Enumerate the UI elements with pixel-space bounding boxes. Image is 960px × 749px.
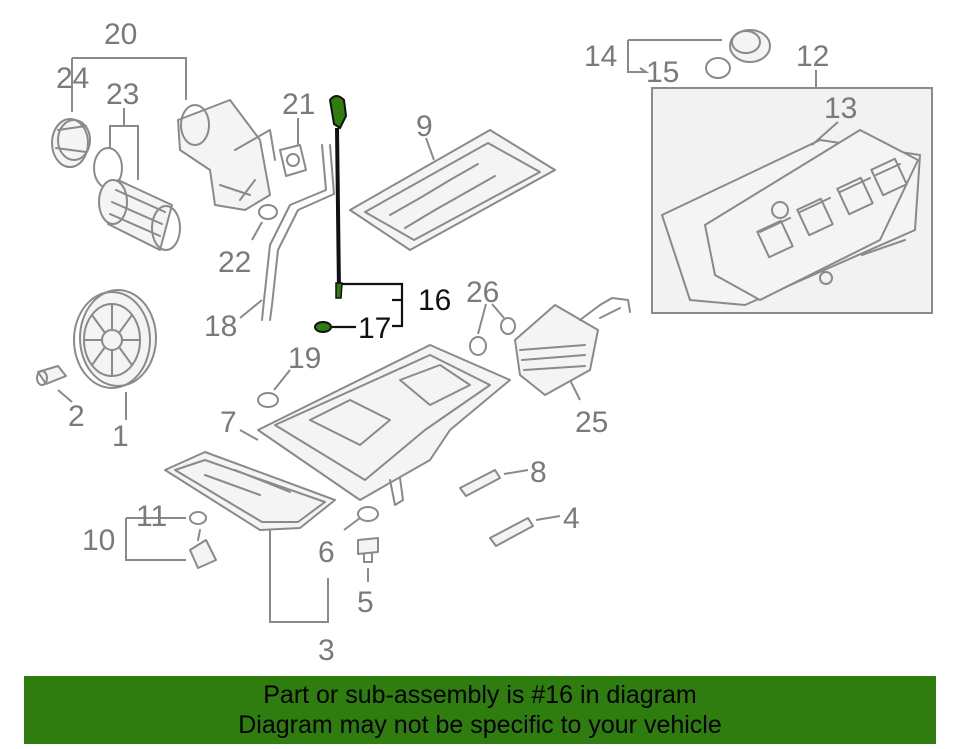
banner-line-1: Part or sub-assembly is #16 in diagram (263, 681, 697, 709)
part-15-seal (705, 57, 731, 79)
banner-line-2: Diagram may not be specific to your vehi… (238, 711, 722, 739)
part-1-pulley (73, 289, 157, 389)
callout-17: 17 (358, 312, 391, 345)
part-16-dipstick (328, 95, 348, 299)
callout-22: 22 (218, 246, 251, 279)
callout-20: 20 (104, 18, 137, 51)
part-3-oil-pan-lower (164, 451, 336, 531)
callout-13: 13 (824, 92, 857, 125)
callout-8: 8 (530, 456, 547, 489)
callout-26: 26 (466, 276, 499, 309)
part-21-gasket (279, 144, 307, 177)
part-2-bolt (36, 365, 67, 386)
part-5-drain-plug (357, 537, 379, 563)
callout-12: 12 (796, 40, 829, 73)
part-11-washer (189, 511, 207, 525)
callout-21: 21 (282, 88, 315, 121)
part-22-seal (258, 204, 278, 220)
part-4-sealant (489, 517, 534, 547)
part-23-filter (93, 147, 181, 251)
callout-11: 11 (136, 500, 167, 533)
callout-15: 15 (646, 56, 679, 89)
part-24-filter-cap (51, 118, 91, 168)
part-7-oil-pan-upper (257, 344, 511, 506)
callout-23: 23 (106, 78, 139, 111)
callout-2: 2 (68, 400, 85, 433)
callout-25: 25 (575, 406, 608, 439)
part-12-valve-cover-box (651, 87, 933, 314)
part-18-dipstick-tube (261, 144, 335, 321)
callout-6: 6 (318, 536, 335, 569)
part-8-sealant (459, 469, 501, 497)
callout-3: 3 (318, 634, 335, 667)
callout-4: 4 (563, 502, 580, 535)
info-banner: Part or sub-assembly is #16 in diagram D… (24, 676, 936, 744)
callout-24: 24 (56, 62, 89, 95)
part-6-washer (357, 506, 379, 522)
part-20-filter-housing (177, 99, 276, 211)
part-9-valve-cover-gasket (349, 129, 556, 251)
callout-1: 1 (112, 420, 129, 453)
callout-16: 16 (418, 284, 451, 317)
part-14-filler-cap (729, 29, 771, 63)
callout-5: 5 (357, 586, 374, 619)
part-10-sensor (189, 529, 217, 569)
callout-14: 14 (584, 40, 617, 73)
part-25-oil-cooler (514, 297, 631, 396)
callout-9: 9 (416, 110, 433, 143)
callout-10: 10 (82, 524, 115, 557)
part-17-seal (314, 321, 332, 333)
callout-7: 7 (220, 406, 237, 439)
part-19-seal (257, 392, 279, 408)
part-26-seals (469, 317, 516, 356)
callout-19: 19 (288, 342, 321, 375)
callout-18: 18 (204, 310, 237, 343)
